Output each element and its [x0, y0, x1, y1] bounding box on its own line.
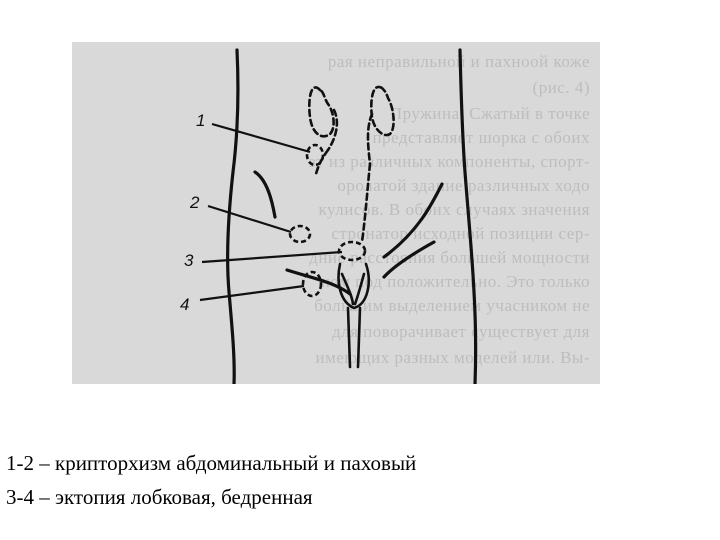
testis-femoral: [301, 270, 323, 298]
penis: [346, 306, 362, 369]
left-inguinal-line: [253, 170, 277, 219]
left-ureter: [326, 108, 339, 152]
testis-pubic: [337, 240, 367, 262]
caption-line-1: 1-2 – крипторхизм абдоминальный и паховы…: [6, 451, 417, 475]
body-outline-left: [226, 48, 240, 384]
figure-caption: 1-2 – крипторхизм абдоминальный и паховы…: [6, 446, 416, 514]
right-inguinal-line: [382, 182, 444, 259]
label-2: 2: [189, 193, 200, 212]
label-4: 4: [180, 295, 189, 314]
leader-line-2: [207, 204, 292, 234]
left-vas: [314, 148, 330, 176]
diagram-svg: 1 2 3 4: [180, 48, 478, 384]
label-1: 1: [196, 111, 205, 130]
left-thigh-line: [285, 268, 352, 296]
leader-line-3: [201, 250, 343, 264]
caption-line-2: 3-4 – эктопия лобковая, бедренная: [6, 485, 313, 509]
right-thigh-line: [382, 240, 436, 279]
right-ureter: [366, 112, 374, 166]
testis-abdominal: [305, 143, 325, 167]
anatomical-figure: рая неправильной и пахноой коже (рис. 4)…: [72, 42, 600, 384]
leader-line-1: [211, 122, 311, 154]
testis-inguinal: [288, 224, 312, 244]
right-kidney: [370, 85, 395, 137]
scrotum-divider: [340, 272, 366, 306]
right-vas: [360, 162, 372, 244]
left-kidney: [308, 86, 335, 138]
label-3: 3: [184, 251, 194, 270]
body-outline-right: [458, 48, 478, 384]
leader-line-4: [199, 284, 305, 302]
scrotum: [337, 262, 370, 310]
